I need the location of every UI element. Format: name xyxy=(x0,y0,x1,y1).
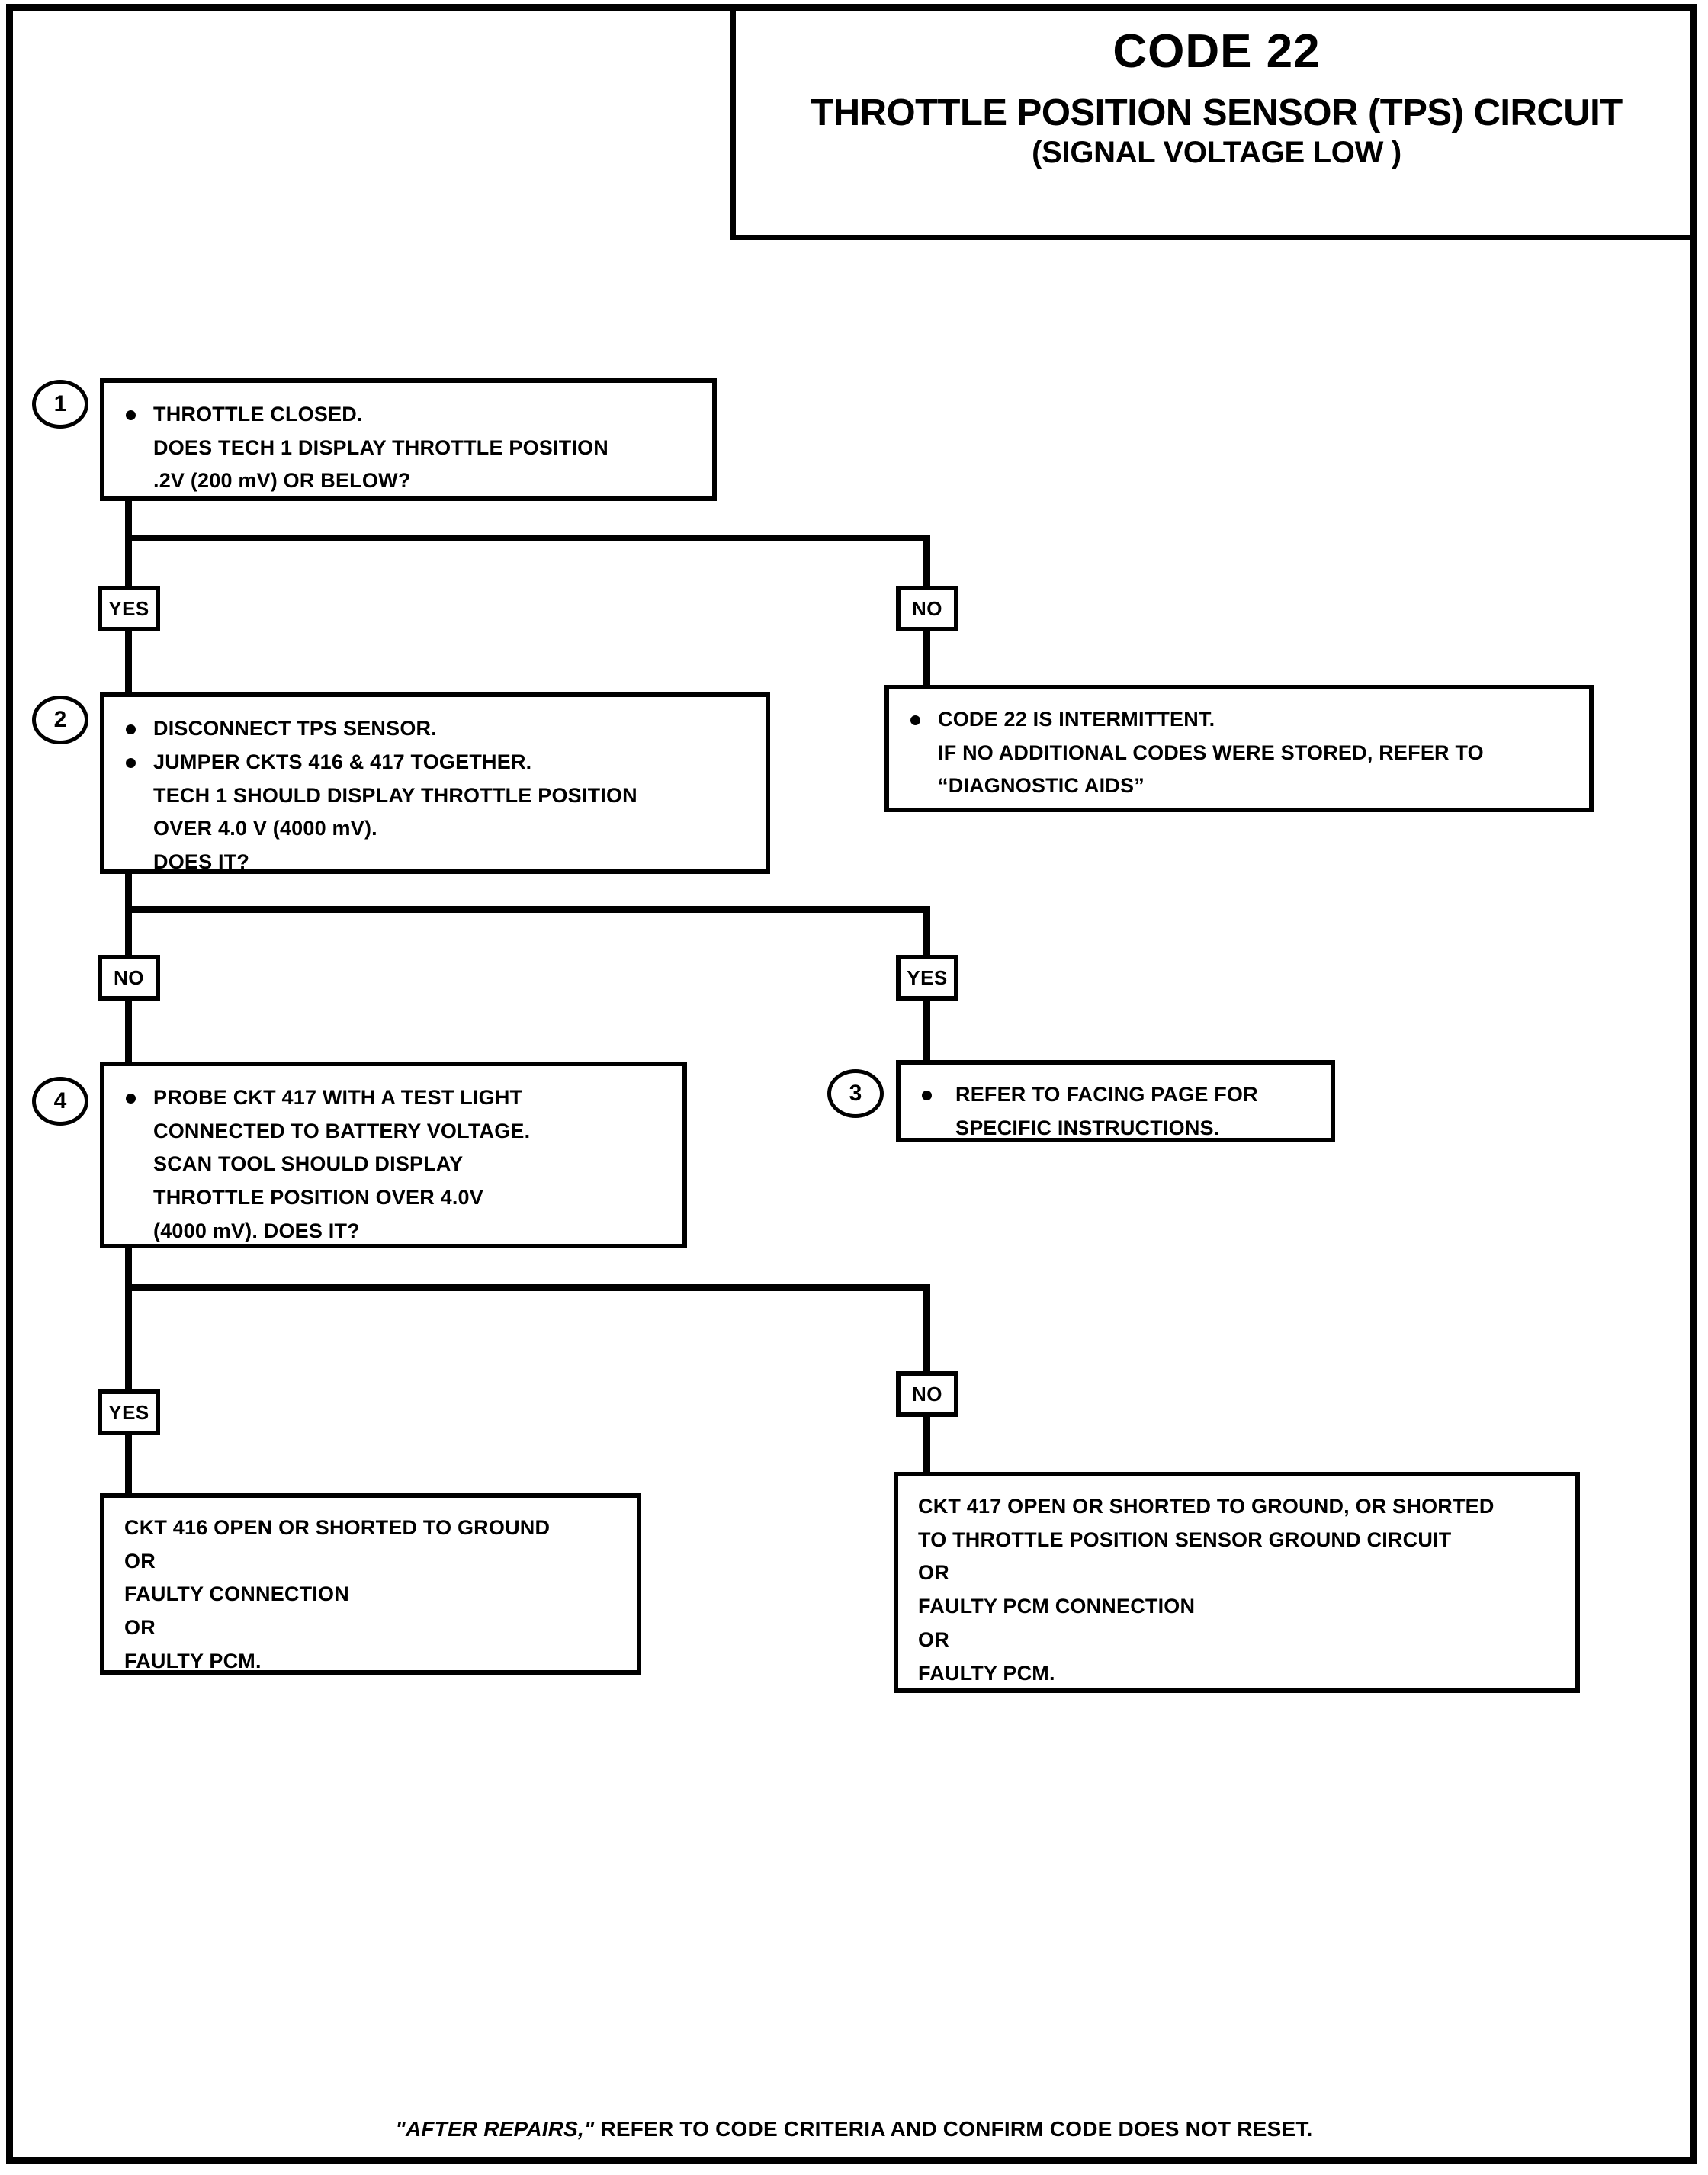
step-1-box: THROTTLE CLOSED. DOES TECH 1 DISPLAY THR… xyxy=(100,378,717,501)
step-4-box: PROBE CKT 417 WITH A TEST LIGHT CONNECTE… xyxy=(100,1062,687,1248)
result-ckt417-text: CKT 417 OPEN OR SHORTED TO GROUND, OR SH… xyxy=(918,1495,1494,1685)
connector-level1-right-down xyxy=(923,535,930,587)
page-border xyxy=(6,4,1697,2164)
branch-label-no-level1: NO xyxy=(896,586,958,631)
step-number-2: 2 xyxy=(32,696,88,744)
connector-level3-left-down xyxy=(125,1284,132,1391)
step-number-3: 3 xyxy=(827,1069,884,1118)
connector-yes3-to-result416 xyxy=(125,1434,132,1496)
footer-note: "AFTER REPAIRS," REFER TO CODE CRITERIA … xyxy=(0,2117,1708,2141)
result-ckt416-box: CKT 416 OPEN OR SHORTED TO GROUND OR FAU… xyxy=(100,1493,641,1675)
bullet-icon xyxy=(126,410,136,420)
connector-no2-to-step4 xyxy=(125,999,132,1064)
step-3-text: REFER TO FACING PAGE FOR SPECIFIC INSTRU… xyxy=(955,1083,1258,1139)
page-title-code: CODE 22 xyxy=(1112,25,1321,78)
result-intermittent-box: CODE 22 IS INTERMITTENT. IF NO ADDITIONA… xyxy=(884,685,1594,812)
step-3-box: REFER TO FACING PAGE FOR SPECIFIC INSTRU… xyxy=(896,1060,1335,1142)
bullet-icon xyxy=(126,758,136,768)
page-title-main: THROTTLE POSITION SENSOR (TPS) CIRCUIT xyxy=(811,92,1623,134)
result-intermittent-text: CODE 22 IS INTERMITTENT. IF NO ADDITIONA… xyxy=(938,708,1484,798)
page-title-subtitle: (SIGNAL VOLTAGE LOW ) xyxy=(1032,135,1401,169)
result-ckt417-box: CKT 417 OPEN OR SHORTED TO GROUND, OR SH… xyxy=(894,1472,1580,1693)
connector-level2-bar xyxy=(125,906,930,913)
connector-level3-right-down xyxy=(923,1284,930,1373)
step-2-box: DISCONNECT TPS SENSOR. JUMPER CKTS 416 &… xyxy=(100,692,770,874)
branch-label-yes-level2: YES xyxy=(896,955,958,1001)
connector-level1-left-down xyxy=(125,535,132,587)
branch-label-yes-level3: YES xyxy=(98,1389,160,1435)
connector-yes1-to-step2 xyxy=(125,630,132,696)
connector-level1-bar xyxy=(125,535,930,541)
title-block: CODE 22 THROTTLE POSITION SENSOR (TPS) C… xyxy=(730,4,1697,240)
bullet-icon xyxy=(126,724,136,734)
branch-label-no-level3: NO xyxy=(896,1371,958,1417)
connector-level2-left-down xyxy=(125,906,132,956)
footer-emphasis: "AFTER REPAIRS," xyxy=(395,2117,595,2141)
connector-step1-down xyxy=(125,501,132,541)
connector-level3-bar xyxy=(125,1284,930,1291)
step-number-4: 4 xyxy=(32,1077,88,1126)
connector-no1-to-intermittent xyxy=(923,630,930,685)
connector-step2-down xyxy=(125,874,132,912)
step-2-text-b: JUMPER CKTS 416 & 417 TOGETHER. TECH 1 S… xyxy=(153,750,637,874)
footer-rest: REFER TO CODE CRITERIA AND CONFIRM CODE … xyxy=(594,2117,1313,2141)
connector-yes2-to-step3 xyxy=(923,999,930,1060)
branch-label-no-level2: NO xyxy=(98,955,160,1001)
result-ckt416-text: CKT 416 OPEN OR SHORTED TO GROUND OR FAU… xyxy=(124,1516,551,1672)
bullet-icon xyxy=(922,1091,932,1100)
bullet-icon xyxy=(910,715,920,725)
step-number-1: 1 xyxy=(32,380,88,429)
connector-step4-down xyxy=(125,1248,132,1288)
bullet-icon xyxy=(126,1094,136,1104)
step-2-text-a: DISCONNECT TPS SENSOR. xyxy=(153,717,437,740)
step-4-text: PROBE CKT 417 WITH A TEST LIGHT CONNECTE… xyxy=(153,1086,531,1242)
connector-no3-to-result417 xyxy=(923,1415,930,1476)
step-1-text: THROTTLE CLOSED. DOES TECH 1 DISPLAY THR… xyxy=(153,403,608,493)
branch-label-yes-level1: YES xyxy=(98,586,160,631)
connector-level2-right-down xyxy=(923,906,930,956)
